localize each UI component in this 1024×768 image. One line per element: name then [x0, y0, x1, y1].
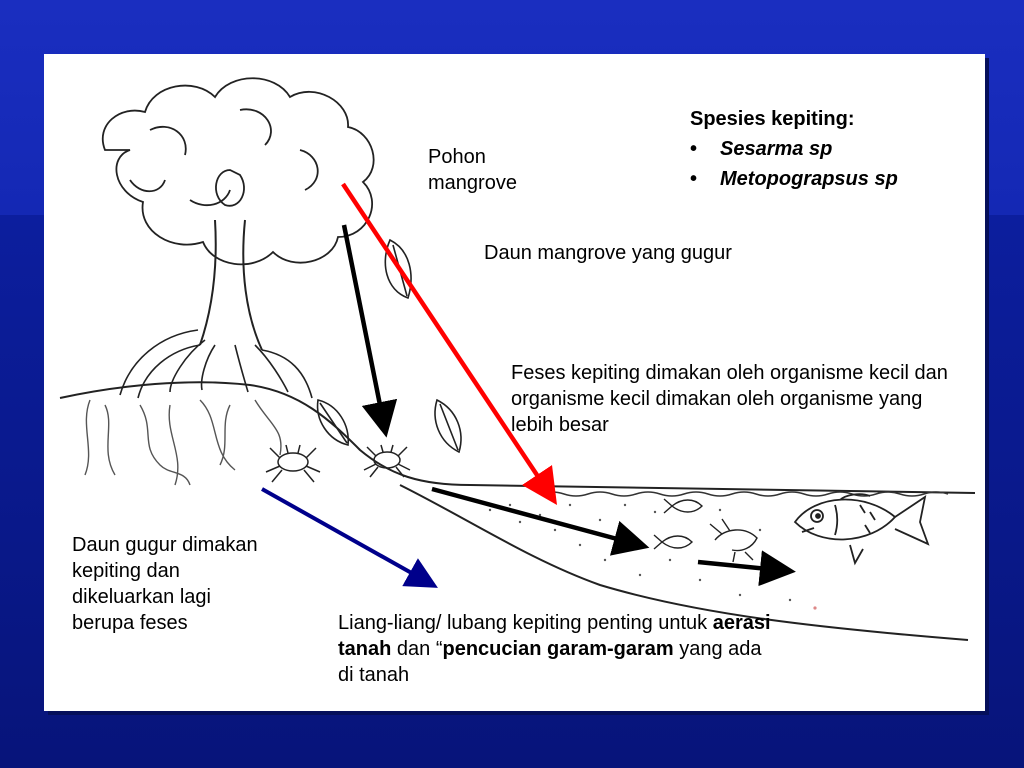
- water-surface: [539, 491, 949, 497]
- burrow-bold-aeration: aerasi tanah: [338, 612, 771, 660]
- species-item: Sesarma sp: [690, 134, 898, 164]
- leaf-icons: [316, 238, 462, 454]
- ground-line: [59, 381, 976, 494]
- tree-canopy: [102, 77, 375, 266]
- underground-roots: [84, 399, 282, 486]
- prop-roots: [119, 329, 313, 399]
- shrimp-icon: [709, 518, 758, 563]
- burrow-text-2: dan “: [391, 638, 443, 660]
- sediment-slope: [399, 484, 969, 641]
- label-fallen-leaf: Daun mangrove yang gugur: [484, 242, 732, 264]
- arrow-burrow: [261, 487, 438, 588]
- arrow-leaf-to-crab: [341, 224, 398, 438]
- burrow-text-1: Liang-liang/ lubang kepiting penting unt…: [338, 612, 713, 634]
- species-item: Metopograpsus sp: [690, 164, 898, 194]
- big-fish-icon: [793, 493, 930, 566]
- arrow-small-to-big-fish: [697, 550, 796, 587]
- label-feces-food-chain: Feses kepiting dimakan oleh organisme ke…: [511, 362, 948, 436]
- label-crab-burrow: Liang-liang/ lubang kepiting penting unt…: [338, 610, 778, 688]
- arrow-tree-to-water: [341, 182, 557, 505]
- tree-trunk: [199, 219, 263, 351]
- small-fish-icon: [663, 498, 703, 514]
- species-heading: Spesies kepiting:: [690, 108, 855, 130]
- burrow-text-3: yang ada di tanah: [338, 638, 762, 686]
- species-box: Spesies kepiting: Sesarma sp Metopograps…: [690, 104, 898, 194]
- label-tree: Pohon mangrove: [428, 146, 517, 194]
- crab-icon: [265, 444, 321, 483]
- burrow-bold-salt-leaching: pencucian garam-garam: [442, 638, 674, 660]
- species-list: Sesarma sp Metopograpsus sp: [690, 134, 898, 194]
- sediment-dots: [468, 498, 817, 610]
- small-fish-icon: [653, 534, 693, 550]
- arrow-crab-to-organisms: [431, 486, 650, 556]
- label-leaf-eaten-by-crab: Daun gugur dimakan kepiting dan dikeluar…: [72, 534, 258, 634]
- crab-icon: [363, 444, 411, 478]
